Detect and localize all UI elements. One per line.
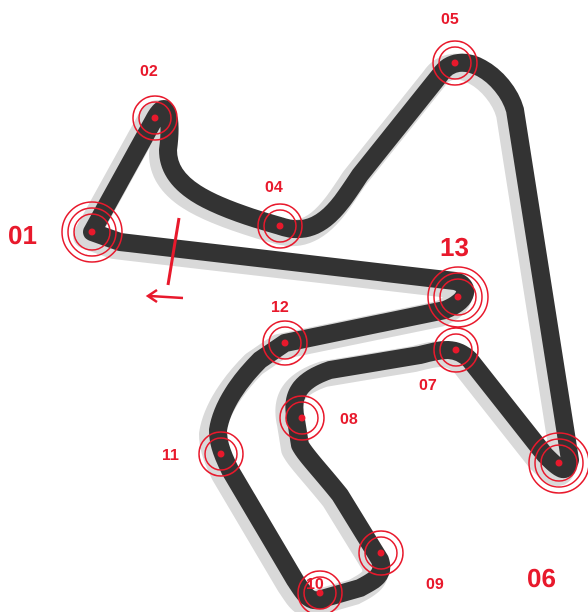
turn-label-05: 05 xyxy=(441,11,459,28)
turn-marker-10 xyxy=(297,570,343,612)
turn-marker-02 xyxy=(132,95,178,141)
turn-marker-01 xyxy=(61,201,123,263)
turn-label-08: 08 xyxy=(340,411,358,428)
turn-label-09: 09 xyxy=(426,576,444,593)
start-finish-line xyxy=(166,217,181,286)
turn-marker-06 xyxy=(528,432,588,494)
track-surface xyxy=(83,53,579,610)
turn-label-02: 02 xyxy=(140,63,158,80)
direction-arrow-icon xyxy=(145,288,184,304)
turn-label-06: 06 xyxy=(527,563,556,593)
turn-label-07: 07 xyxy=(419,377,437,394)
turn-label-12: 12 xyxy=(271,299,289,316)
turn-marker-09 xyxy=(358,530,404,576)
turn-marker-07 xyxy=(433,327,479,373)
turn-marker-04 xyxy=(257,203,303,249)
turn-label-13: 13 xyxy=(440,232,469,262)
turn-marker-11 xyxy=(198,431,244,477)
turn-label-04: 04 xyxy=(265,179,283,196)
turn-label-11: 11 xyxy=(162,447,179,464)
turn-marker-12 xyxy=(262,320,308,366)
turn-label-10: 10 xyxy=(306,576,324,593)
turn-marker-13 xyxy=(427,266,489,328)
turn-marker-08 xyxy=(279,395,325,441)
turn-label-01: 01 xyxy=(8,220,37,250)
turn-marker-05 xyxy=(432,40,478,86)
